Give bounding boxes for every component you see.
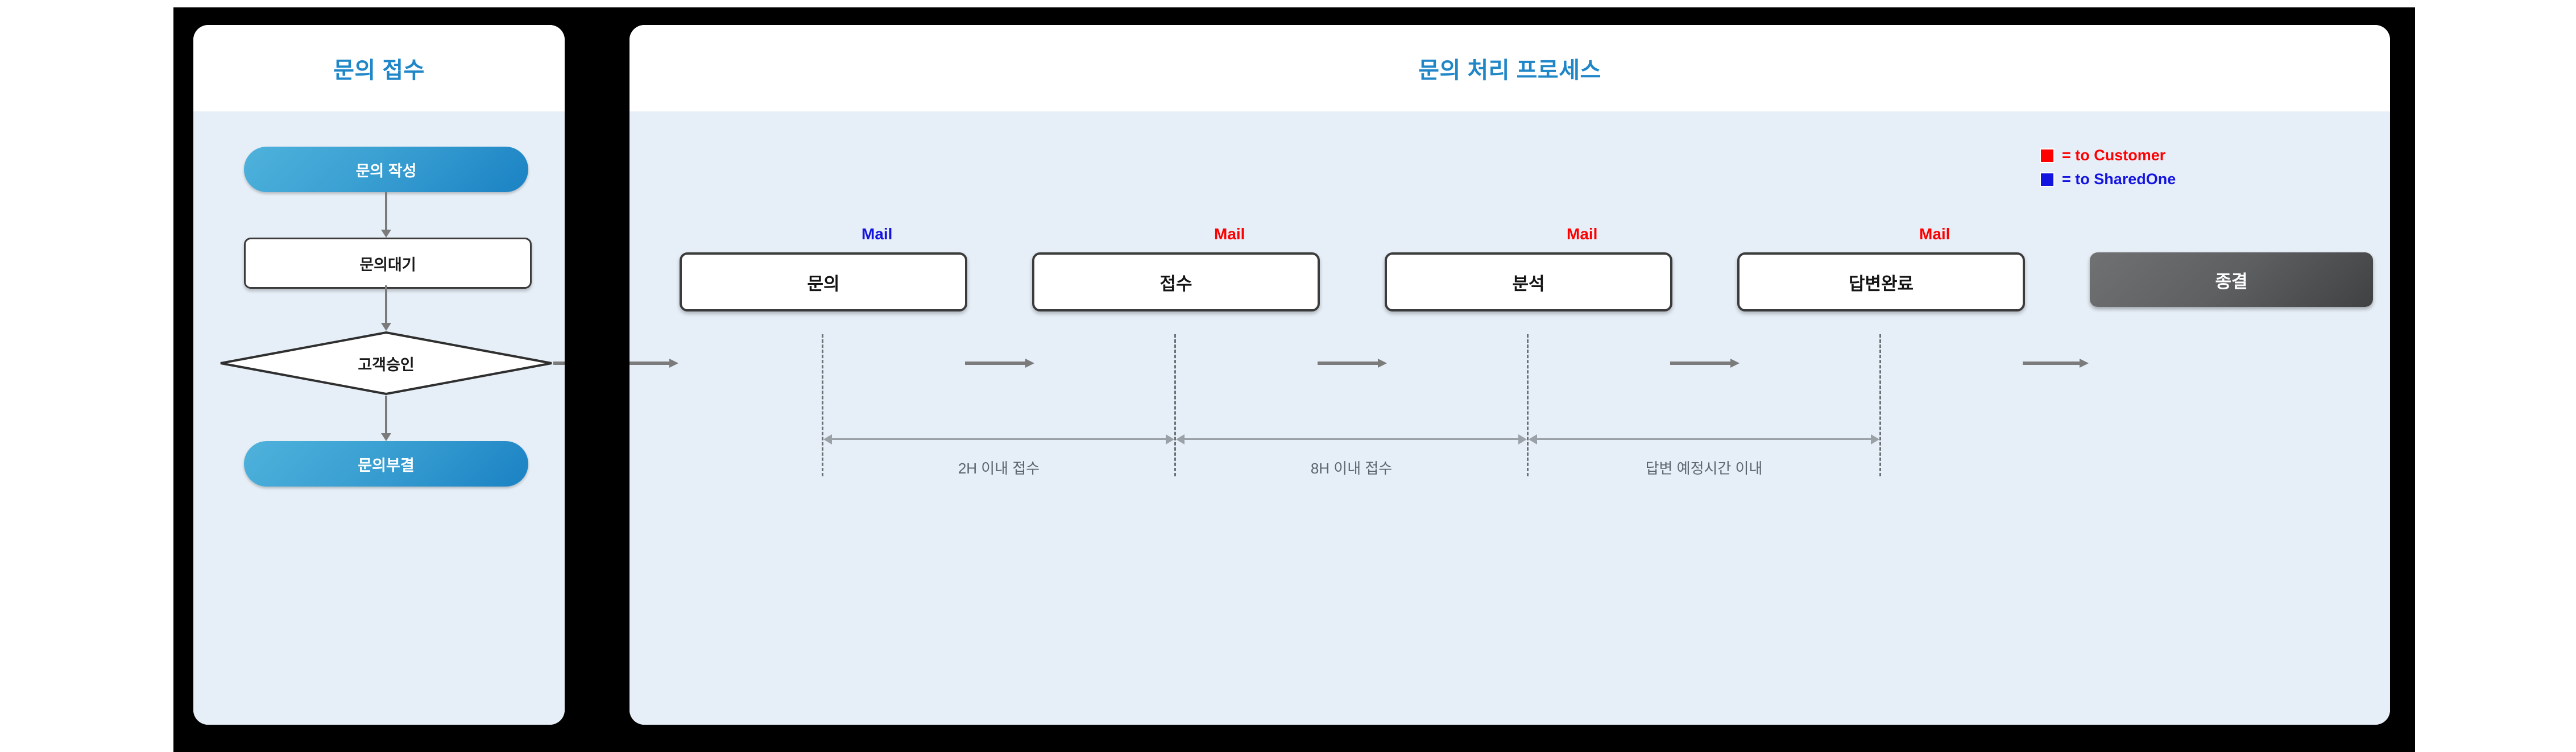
mail-label-received: Mail [1214, 225, 1245, 243]
node-inquiry-waiting[interactable]: 문의대기 [244, 238, 532, 289]
mail-label-inquiry: Mail [862, 225, 893, 243]
panel-process-title: 문의 처리 프로세스 [1418, 58, 1601, 83]
connector-received-to-analysis [1318, 359, 1388, 368]
legend: = to Customer = to SharedOne [2040, 147, 2176, 194]
sla-span-3-label: 답변 예정시간 이내 [1645, 460, 1763, 477]
legend-item-customer: = to Customer [2040, 147, 2176, 164]
panel-intake-title: 문의 접수 [333, 58, 425, 83]
process-step-analysis-label: 분석 [1512, 273, 1545, 294]
connector-waiting-to-approval [381, 285, 391, 331]
connector-approval-to-rejected [381, 396, 391, 441]
red-square-icon [2040, 148, 2055, 163]
process-step-analysis[interactable]: 분석 [1385, 252, 1672, 311]
process-step-inquiry[interactable]: 문의 [680, 252, 967, 311]
connector-analysis-to-answered [1670, 359, 1741, 368]
mail-label-answered: Mail [1919, 225, 1950, 243]
panel-process-body: = to Customer = to SharedOne Mail 문의 [629, 111, 2390, 725]
sla-span-3-arrow [1529, 434, 1879, 444]
node-inquiry-write-label: 문의 작성 [355, 162, 417, 180]
process-step-closed-label: 종결 [2215, 271, 2248, 292]
connector-write-to-waiting [381, 192, 391, 238]
connector-intake-to-inquiry [629, 359, 680, 368]
node-inquiry-write[interactable]: 문의 작성 [244, 147, 528, 192]
connector-inquiry-to-received [965, 359, 1036, 368]
node-inquiry-rejected-label: 문의부결 [358, 456, 415, 474]
panel-intake: 문의 접수 문의 작성 문의대기 [193, 25, 565, 725]
connector-answered-to-closed [2023, 359, 2090, 368]
node-customer-approval[interactable]: 고객승인 [219, 331, 553, 396]
panel-intake-header: 문의 접수 [193, 25, 565, 111]
diamond-shape [220, 331, 552, 396]
process-step-answered[interactable]: 답변완료 [1737, 252, 2025, 311]
legend-item-sharedone-label: = to SharedOne [2062, 171, 2176, 188]
process-step-closed[interactable]: 종결 [2090, 252, 2373, 307]
node-inquiry-waiting-label: 문의대기 [359, 256, 416, 273]
process-step-answered-label: 답변완료 [1848, 273, 1914, 294]
legend-item-sharedone: = to SharedOne [2040, 171, 2176, 188]
panel-process: 문의 처리 프로세스 = to Customer = to SharedOne [629, 25, 2390, 725]
process-step-inquiry-label: 문의 [807, 273, 840, 294]
guide-line-3 [1527, 334, 1529, 476]
process-step-received-label: 접수 [1159, 273, 1192, 294]
panel-intake-body: 문의 작성 문의대기 고객승인 [193, 111, 565, 725]
guide-line-2 [1174, 334, 1176, 476]
node-inquiry-rejected[interactable]: 문의부결 [244, 441, 528, 487]
node-customer-approval-label: 고객승인 [358, 356, 415, 373]
sla-span-2-label: 8H 이내 접수 [1310, 460, 1393, 477]
blue-square-icon [2040, 172, 2055, 187]
connector-approval-exit [553, 359, 565, 368]
legend-item-customer-label: = to Customer [2062, 147, 2166, 164]
sla-span-1-label: 2H 이내 접수 [958, 460, 1040, 477]
panel-process-header: 문의 처리 프로세스 [629, 25, 2390, 111]
guide-line-1 [822, 334, 823, 476]
mail-label-analysis: Mail [1567, 225, 1598, 243]
sla-span-1-arrow [823, 434, 1174, 444]
sla-span-2-arrow [1176, 434, 1527, 444]
process-step-received[interactable]: 접수 [1032, 252, 1320, 311]
guide-line-4 [1879, 334, 1881, 476]
